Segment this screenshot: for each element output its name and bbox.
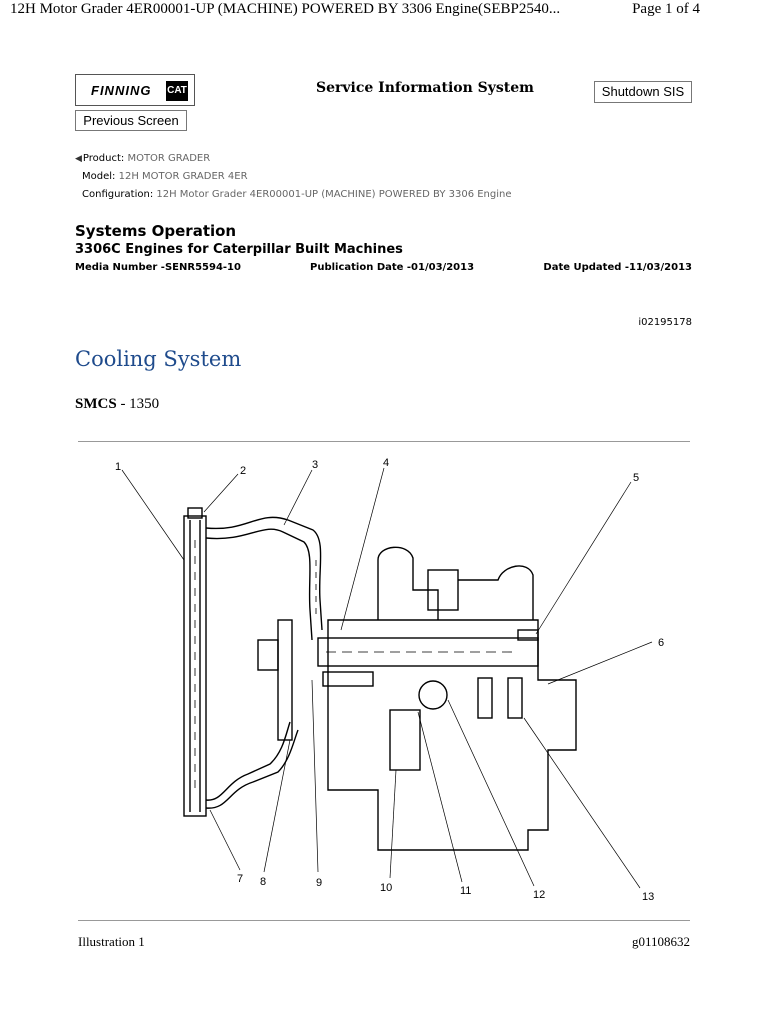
cat-badge: CAT (166, 81, 188, 101)
callout-8: 8 (260, 876, 266, 888)
engine-block (327, 619, 577, 851)
document-heading: Systems Operation (75, 222, 237, 240)
configuration-value: 12H Motor Grader 4ER00001-UP (MACHINE) P… (156, 189, 512, 200)
callout-10: 10 (380, 882, 392, 894)
leader-line-11 (417, 711, 463, 883)
finning-cat-logo: FINNING CAT (75, 74, 195, 106)
product-label: Product: (82, 153, 125, 164)
smcs-label: SMCS (75, 396, 117, 412)
section-title: Cooling System (75, 347, 242, 371)
divider-bottom (78, 920, 690, 921)
product-row: ◀Product: MOTOR GRADER (75, 153, 210, 164)
callout-11: 11 (460, 885, 471, 897)
leader-line-9 (311, 679, 319, 873)
leader-line-5 (535, 481, 632, 635)
graphic-id: g01108632 (631, 934, 690, 949)
document-id: i02195178 (638, 317, 692, 328)
divider-top (78, 441, 690, 442)
smcs-code: SMCS - 1350 (75, 396, 159, 413)
callout-2: 2 (240, 465, 246, 477)
leader-line-2 (203, 473, 239, 513)
document-subheading: 3306C Engines for Caterpillar Built Mach… (75, 242, 403, 257)
callout-3: 3 (312, 459, 318, 471)
sis-title: Service Information System (316, 80, 534, 96)
logo-text: FINNING (91, 83, 152, 98)
radiator-cap (187, 507, 203, 519)
callout-1: 1 (115, 461, 121, 473)
leader-line-8 (263, 739, 291, 873)
configuration-label: Configuration: (82, 189, 154, 200)
smcs-value: - 1350 (116, 396, 160, 412)
model-value: 12H MOTOR GRADER 4ER (118, 171, 248, 182)
callout-6: 6 (658, 637, 664, 649)
leader-line-7 (209, 809, 241, 871)
callout-13: 13 (642, 891, 654, 903)
oil-cooler (389, 709, 421, 771)
callout-9: 9 (316, 877, 322, 889)
radiator (183, 515, 207, 817)
model-label: Model: (82, 171, 116, 182)
media-number: Media Number -SENR5594-10 (75, 262, 241, 273)
product-value: MOTOR GRADER (127, 153, 211, 164)
configuration-row: Configuration: 12H Motor Grader 4ER00001… (82, 189, 512, 200)
leader-line-13 (523, 717, 641, 889)
callout-5: 5 (633, 472, 639, 484)
leader-line-3 (283, 469, 313, 526)
leader-line-12 (447, 699, 535, 887)
model-row: Model: 12H MOTOR GRADER 4ER (82, 171, 248, 182)
cooling-system-diagram: 1 2 3 4 5 6 7 8 9 10 11 12 13 (115, 457, 664, 903)
date-updated: Date Updated -11/03/2013 (543, 262, 692, 273)
leader-line-1 (121, 469, 185, 561)
leader-line-6 (547, 641, 653, 685)
callout-4: 4 (383, 457, 389, 469)
previous-screen-button[interactable]: Previous Screen (75, 110, 187, 131)
print-header-title: 12H Motor Grader 4ER00001-UP (MACHINE) P… (10, 1, 561, 17)
callout-7: 7 (237, 873, 243, 885)
print-header-page: Page 1 of 4 (632, 1, 700, 17)
leader-line-10 (389, 769, 397, 879)
water-pump (418, 680, 448, 710)
water-passage (317, 637, 539, 667)
collapse-arrow-icon[interactable]: ◀ (75, 154, 82, 164)
callout-12: 12 (533, 889, 545, 901)
illustration-caption: Illustration 1 (78, 934, 145, 949)
leader-line-4 (340, 467, 385, 631)
publication-date: Publication Date -01/03/2013 (310, 262, 475, 273)
shutdown-sis-button[interactable]: Shutdown SIS (594, 81, 692, 103)
